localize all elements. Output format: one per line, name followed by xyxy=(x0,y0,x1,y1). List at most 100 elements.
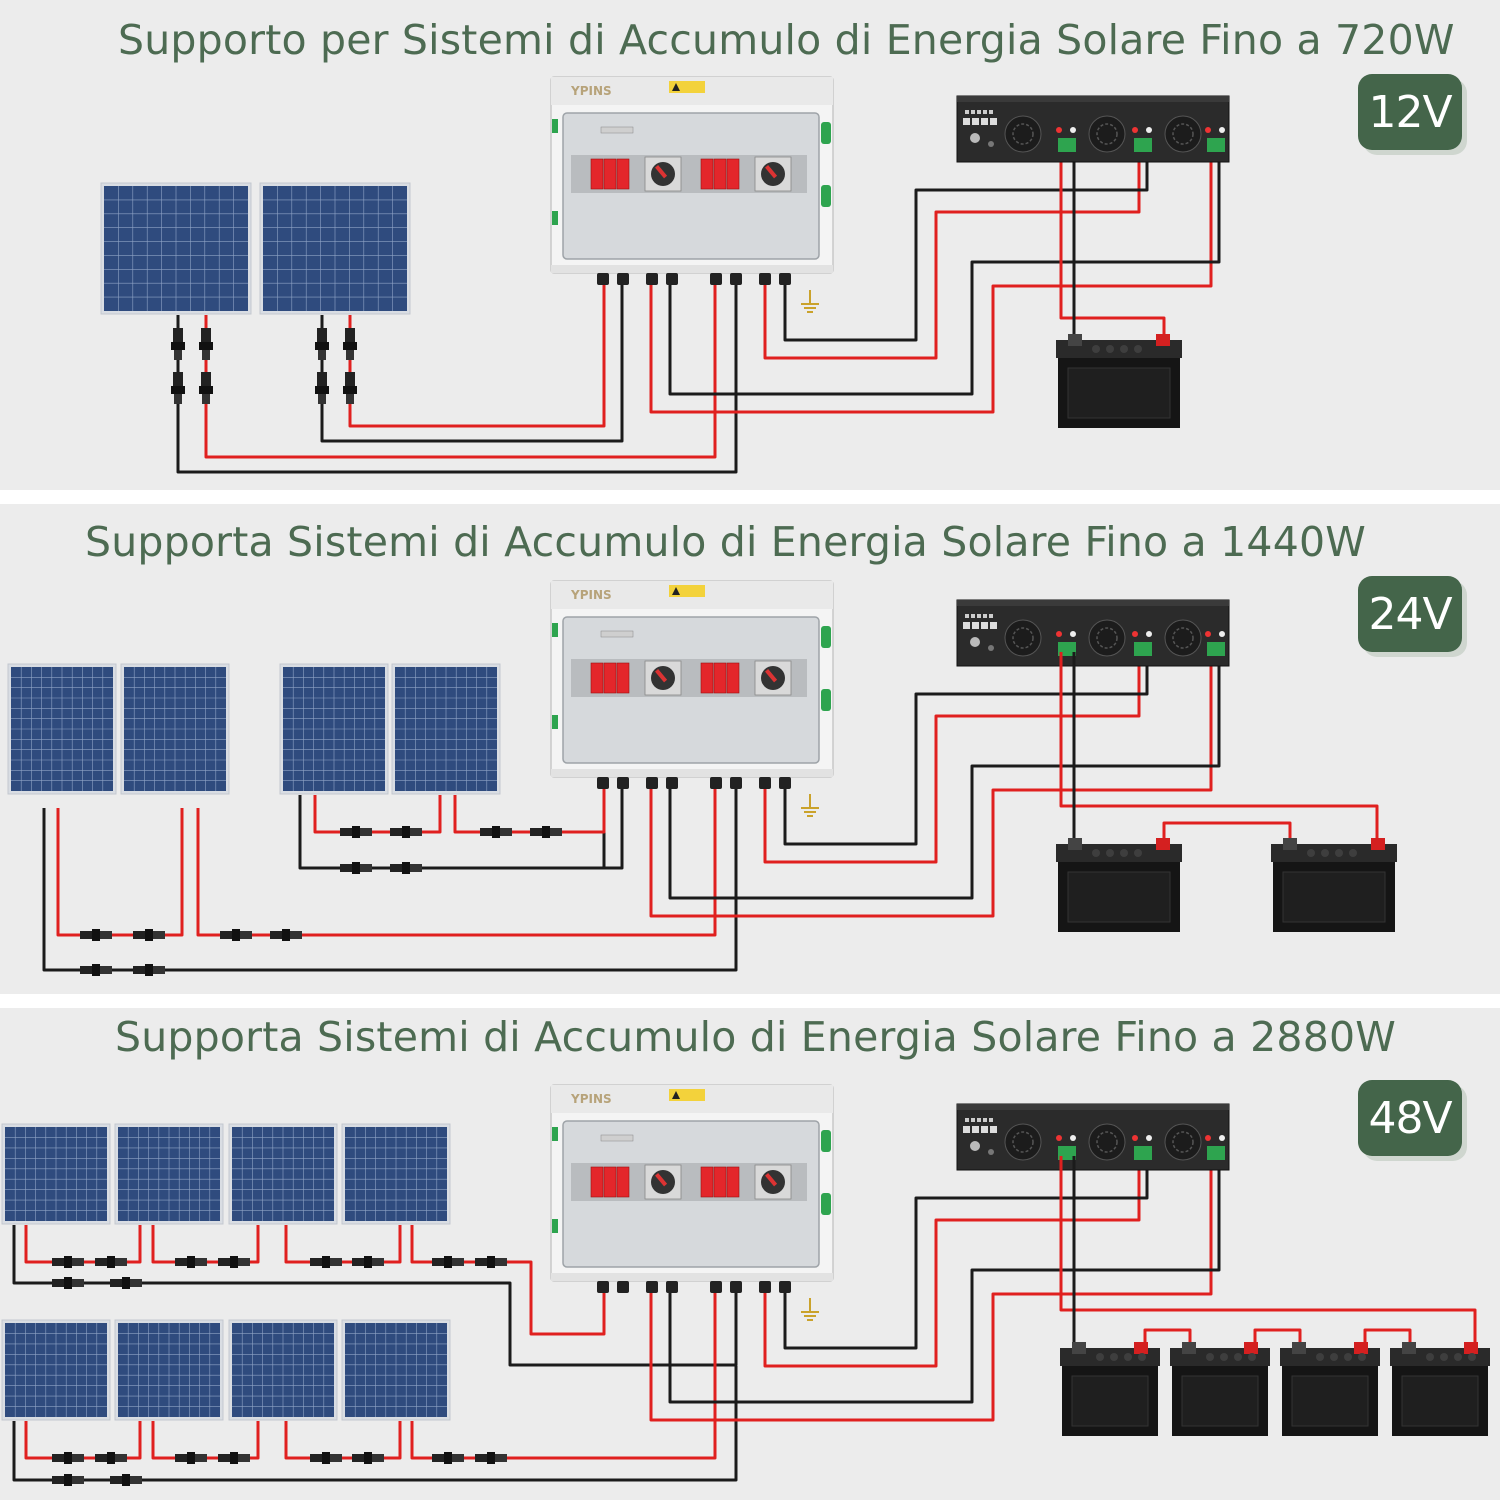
surge-protector-icon xyxy=(700,662,740,694)
surge-protector-icon xyxy=(590,662,630,694)
fan-vent-icon xyxy=(1164,115,1202,153)
fan-vent-icon xyxy=(1004,115,1042,153)
surge-protector-icon xyxy=(590,1166,630,1198)
pv-terminal-icon xyxy=(1132,127,1152,152)
wire-positive xyxy=(151,1225,260,1264)
isolator-switch-icon xyxy=(754,156,792,192)
pv-terminal-icon xyxy=(1132,631,1152,656)
cable-gland-icon xyxy=(597,1281,609,1293)
solar-inverter-icon xyxy=(956,599,1230,667)
wire-positive xyxy=(763,652,1141,864)
wire-positive xyxy=(1059,652,1379,842)
wire-negative xyxy=(42,780,738,972)
wire-positive xyxy=(284,1225,402,1264)
solar-panel-icon xyxy=(341,1319,451,1421)
mc4-connector-icon xyxy=(133,964,165,976)
wire-positive xyxy=(348,276,606,428)
surge-protector-icon xyxy=(700,158,740,190)
cable-gland-icon xyxy=(759,273,771,285)
surge-protector-icon xyxy=(700,1166,740,1198)
combiner-box-icon: YPINS xyxy=(550,76,834,285)
solar-panel-icon xyxy=(100,182,252,315)
cable-gland-icon xyxy=(646,1281,658,1293)
wire-negative xyxy=(783,652,1149,846)
terminal-icon xyxy=(552,623,831,729)
wire-positive xyxy=(24,1225,142,1264)
section-title-24v: Supporta Sistemi di Accumulo di Energia … xyxy=(85,518,1366,566)
wire-positive xyxy=(24,1421,142,1460)
wire-series xyxy=(1363,1328,1412,1346)
wire-positive xyxy=(1059,148,1166,338)
cable-gland-icon xyxy=(617,1281,629,1293)
cable-gland-icon xyxy=(617,273,629,285)
mc4-connector-icon xyxy=(352,1256,384,1268)
solar-panel-icon xyxy=(341,1123,451,1225)
section-title-12v: Supporto per Sistemi di Accumulo di Ener… xyxy=(118,16,1455,64)
mc4-connector-icon xyxy=(171,372,185,404)
wire-series xyxy=(1162,821,1292,842)
cable-gland-icon xyxy=(710,273,722,285)
pv-terminal-icon xyxy=(1205,631,1225,656)
wire-negative xyxy=(12,1225,738,1367)
battery-terminal-icon xyxy=(1056,127,1076,152)
mc4-connector-icon xyxy=(310,1256,342,1268)
system-12v: YPINS xyxy=(100,76,1230,474)
mc4-connector-icon xyxy=(530,826,562,838)
battery-icon xyxy=(1056,838,1182,932)
mc4-connector-icon xyxy=(80,929,112,941)
wire-negative xyxy=(668,148,1221,396)
cable-gland-icon xyxy=(730,273,742,285)
mc4-connector-icon xyxy=(390,862,422,874)
brand-logo: YPINS xyxy=(570,84,612,98)
combiner-box-icon: YPINS xyxy=(550,1084,834,1293)
terminal-icon xyxy=(552,119,831,225)
mc4-connector-icon xyxy=(199,328,213,360)
cable-gland-icon xyxy=(617,777,629,789)
cable-gland-icon xyxy=(666,273,678,285)
terminal-icon xyxy=(552,1127,831,1233)
solar-panel-icon xyxy=(114,1319,224,1421)
battery-icon xyxy=(1060,1342,1160,1436)
cable-gland-icon xyxy=(710,777,722,789)
mc4-connector-icon xyxy=(175,1452,207,1464)
mc4-connector-icon xyxy=(80,964,112,976)
cable-gland-icon xyxy=(666,777,678,789)
mc4-connector-icon xyxy=(475,1452,507,1464)
isolator-switch-icon xyxy=(644,1164,682,1200)
cable-gland-icon xyxy=(730,777,742,789)
solar-inverter-icon xyxy=(956,95,1230,163)
cable-gland-icon xyxy=(646,273,658,285)
fan-vent-icon xyxy=(1164,619,1202,657)
system-24v: YPINS xyxy=(7,580,1397,976)
fan-vent-icon xyxy=(1004,619,1042,657)
warning-icon xyxy=(669,1089,705,1101)
pv-terminal-icon xyxy=(1205,127,1225,152)
cable-gland-icon xyxy=(779,1281,791,1293)
ground-icon xyxy=(801,1298,819,1321)
wire-negative xyxy=(668,1156,1221,1404)
fan-vent-icon xyxy=(1088,1123,1126,1161)
cable-gland-icon xyxy=(759,1281,771,1293)
mc4-connector-icon xyxy=(475,1256,507,1268)
pv-terminal-icon xyxy=(1132,1135,1152,1160)
wire-positive xyxy=(56,808,184,937)
mc4-connector-icon xyxy=(52,1474,84,1486)
voltage-badge-12v: 12V xyxy=(1358,74,1462,150)
cable-gland-icon xyxy=(646,777,658,789)
fan-vent-icon xyxy=(1004,1123,1042,1161)
fan-vent-icon xyxy=(1088,619,1126,657)
wire-negative xyxy=(668,652,1221,900)
cable-gland-icon xyxy=(779,777,791,789)
mc4-connector-icon xyxy=(220,929,252,941)
cable-gland-icon xyxy=(779,273,791,285)
mc4-connector-icon xyxy=(480,826,512,838)
cable-gland-icon xyxy=(710,1281,722,1293)
fan-vent-icon xyxy=(1164,1123,1202,1161)
mc4-connector-icon xyxy=(340,826,372,838)
wire-positive xyxy=(763,1156,1141,1368)
wire-negative xyxy=(420,780,624,870)
mc4-connector-icon xyxy=(95,1452,127,1464)
mc4-connector-icon xyxy=(110,1474,142,1486)
warning-icon xyxy=(669,585,705,597)
cable-gland-icon xyxy=(730,1281,742,1293)
